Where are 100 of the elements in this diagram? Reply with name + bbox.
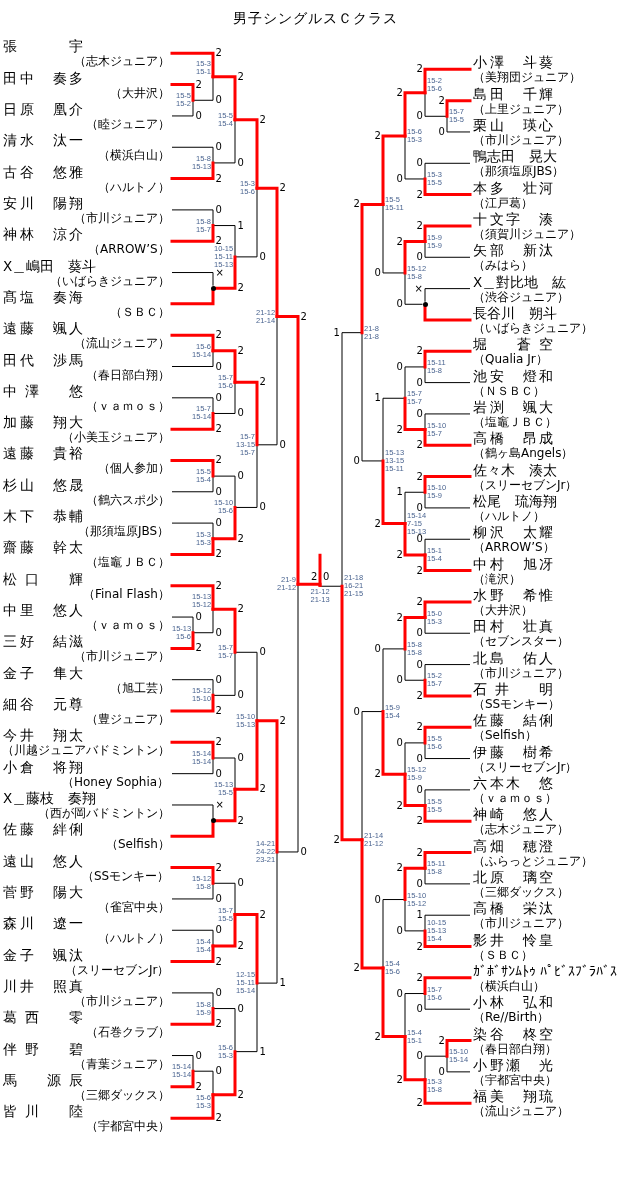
- bracket-line: [423, 428, 472, 447]
- bracket-line: [423, 725, 472, 745]
- club-name: （流山ジュニア）: [74, 336, 170, 351]
- bracket-line: [233, 380, 259, 447]
- bracket-line: [170, 821, 215, 838]
- edge-label: 0: [438, 1066, 445, 1077]
- edge-label: 2: [215, 48, 222, 59]
- bracket-line: [256, 316, 278, 446]
- bracket-line: [170, 631, 195, 650]
- bracket-line: [170, 1069, 195, 1089]
- club-name: （みはら）: [473, 258, 533, 273]
- club-name: （ARROW’S）: [88, 242, 170, 257]
- bracket-line: [423, 600, 472, 620]
- player-name: 遠藤 颯人: [3, 320, 83, 337]
- edge-label: 2: [215, 706, 222, 716]
- bracket-line: [171, 804, 214, 819]
- player-name: 木下 恭輔: [3, 508, 83, 525]
- bracket-line: [212, 381, 236, 414]
- bracket-line: [233, 719, 259, 791]
- player-name: 北原 璃空: [473, 868, 553, 885]
- player-name: 小野瀬 光: [473, 1056, 553, 1073]
- bracket-line: [212, 757, 236, 790]
- edge-label: ×: [414, 283, 423, 294]
- bracket-line: [423, 678, 472, 698]
- edge-label: 0: [237, 471, 244, 482]
- bracket-line: [361, 711, 384, 841]
- player-name: 染谷 柊空: [473, 1025, 553, 1042]
- edge-label: 0: [416, 408, 423, 419]
- player-name: 水野 希惟: [473, 586, 553, 603]
- bracket-line: [403, 1035, 427, 1082]
- bracket-line: [170, 1007, 215, 1026]
- bracket-line: [424, 538, 471, 556]
- bracket-line: [424, 993, 471, 1010]
- club-name: （市川ジュニア）: [74, 993, 170, 1008]
- edge-label: 2: [279, 715, 286, 726]
- club-name: （大井沢）: [473, 602, 533, 617]
- edge-label: 0: [416, 659, 423, 670]
- player-name: 神崎 悠人: [473, 806, 553, 823]
- edge-label: 0: [215, 518, 222, 529]
- edge-label: 2: [416, 220, 423, 231]
- club-name: （個人参加）: [98, 461, 170, 476]
- player-name: 松口 輝: [3, 570, 83, 587]
- bracket-line: [424, 366, 471, 384]
- edge-label: 0: [259, 502, 266, 513]
- bracket-line: [171, 929, 214, 947]
- bracket-line: [424, 664, 471, 681]
- club-name: （横浜白山）: [473, 978, 545, 993]
- player-name: 清水 汰一: [3, 132, 83, 149]
- club-name: （ハルトノ）: [98, 179, 170, 194]
- edge-label: 0: [396, 988, 403, 999]
- edge-label: 2: [237, 533, 244, 544]
- player-name: 中澤 悠: [3, 382, 83, 399]
- edge-label: 0: [396, 361, 403, 372]
- bracket-line: [382, 203, 406, 274]
- player-name: 本多 壮河: [473, 179, 553, 196]
- club-name: （ハルトノ）: [473, 508, 545, 523]
- bracket-line: [214, 255, 237, 290]
- club-name: （春日部白翔）: [86, 367, 170, 382]
- edge-label: 0: [237, 753, 244, 763]
- bracket-line: [424, 241, 471, 258]
- edge-label: 0: [215, 893, 222, 904]
- bracket-line: [171, 475, 214, 493]
- player-name: 小倉 将翔: [3, 758, 83, 775]
- bracket-line: [423, 224, 472, 244]
- edge-label: 2: [215, 236, 222, 247]
- edge-label: 0: [259, 251, 266, 262]
- edge-label: 0: [237, 1003, 244, 1014]
- edge-label: 1: [259, 1046, 266, 1057]
- edge-label: 2: [416, 596, 423, 607]
- edge-label: 2: [396, 424, 403, 435]
- bracket-line: [212, 225, 236, 258]
- edge-label: 2: [237, 71, 244, 82]
- bracket-line: [423, 1078, 472, 1105]
- player-name: 森川 遼一: [3, 915, 83, 932]
- club-name: （青葉ジュニア）: [74, 1056, 170, 1071]
- club-name: （渋谷ジュニア）: [473, 289, 569, 304]
- bracket-line: [404, 135, 426, 180]
- player-name: 福美 翔琉: [473, 1088, 553, 1105]
- bracket-line: [170, 740, 215, 760]
- club-name: （三郷ダックス）: [74, 1087, 170, 1102]
- edge-label: 2: [279, 183, 286, 194]
- edge-label: 2: [215, 330, 222, 341]
- edge-label: 2: [396, 863, 403, 874]
- bracket-line: [424, 491, 471, 509]
- edge-label: 2: [237, 345, 244, 356]
- player-name: 石井 明: [473, 680, 553, 697]
- bracket-line: [211, 607, 237, 654]
- bracket-line: [276, 583, 299, 853]
- club-name: （須賀川ジュニア）: [473, 226, 581, 241]
- club-name: （横浜白山）: [98, 148, 170, 163]
- edge-label: 1: [279, 978, 286, 989]
- edge-label: 0: [416, 628, 423, 639]
- bracket-line: [445, 1039, 472, 1058]
- bracket-line: [318, 553, 322, 587]
- bracket-line: [170, 537, 215, 556]
- edge-label: 2: [396, 800, 403, 811]
- club-name: （ｖａｍｏｓ）: [86, 618, 170, 633]
- player-name: 菅野 陽大: [3, 883, 83, 900]
- edge-label: 2: [396, 87, 403, 98]
- club-name: （春日部白翔）: [473, 1041, 557, 1056]
